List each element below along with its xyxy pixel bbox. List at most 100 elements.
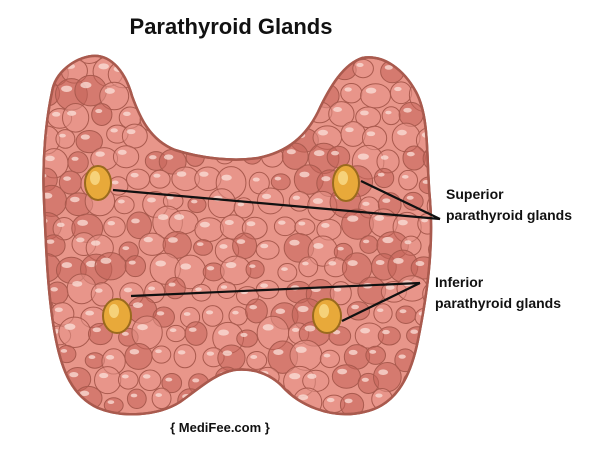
- follicle-cell: [323, 55, 349, 61]
- follicle-cell-highlight: [432, 329, 442, 334]
- follicle-cell-highlight: [199, 171, 209, 177]
- follicle-cell: [434, 104, 452, 123]
- follicle-cell: [331, 364, 361, 389]
- follicle-cell-highlight: [99, 372, 109, 379]
- follicle-cell-highlight: [98, 63, 109, 70]
- follicle-cell-highlight: [110, 128, 118, 133]
- follicle-cell-highlight: [169, 328, 177, 333]
- follicle-cell-highlight: [43, 258, 46, 266]
- follicle-cell-highlight: [351, 304, 359, 310]
- follicle-cell: [263, 104, 287, 125]
- follicle-cell: [242, 147, 262, 165]
- follicle-cell: [424, 373, 432, 395]
- follicle-cell: [256, 366, 280, 388]
- follicle-cell-highlight: [382, 236, 394, 244]
- follicle-cell-highlight: [137, 90, 144, 95]
- follicle-cell: [45, 371, 66, 391]
- follicle-cell-highlight: [318, 129, 329, 136]
- follicle-cell: [133, 59, 163, 89]
- follicle-cell-highlight: [276, 135, 284, 140]
- follicle-cell: [289, 339, 323, 371]
- follicle-cell-highlight: [201, 44, 209, 49]
- follicle-cell-highlight: [398, 354, 406, 359]
- follicle-cell-highlight: [236, 239, 246, 245]
- follicle-cell-highlight: [117, 149, 127, 155]
- follicle-cell-highlight: [117, 199, 125, 204]
- follicle-cell-highlight: [291, 327, 300, 332]
- follicle-cell-highlight: [375, 41, 383, 45]
- follicle-cell-highlight: [50, 287, 58, 292]
- follicle-cell-highlight: [43, 86, 48, 92]
- follicle-cell-highlight: [304, 325, 316, 332]
- follicle-cell-highlight: [393, 257, 404, 264]
- follicle-cell-highlight: [111, 180, 119, 185]
- follicle-cell-highlight: [228, 44, 235, 48]
- follicle-cell-highlight: [222, 350, 233, 356]
- follicle-cell: [94, 252, 127, 281]
- follicle-cell-highlight: [191, 199, 198, 204]
- follicle-cell-highlight: [312, 198, 324, 204]
- follicle-cell: [425, 61, 432, 89]
- follicle-cell-highlight: [403, 107, 412, 113]
- follicle-cell-highlight: [385, 284, 395, 290]
- gland-highlight: [338, 171, 348, 185]
- follicle-cell-highlight: [123, 111, 131, 117]
- follicle-cell-highlight: [333, 287, 342, 292]
- follicle-cell: [195, 122, 226, 151]
- follicle-cell-highlight: [249, 304, 258, 310]
- follicle-cell-highlight: [168, 282, 176, 287]
- follicle-cell-highlight: [59, 133, 66, 138]
- follicle-cell-highlight: [250, 394, 261, 401]
- follicle-cell-highlight: [211, 106, 220, 112]
- gland-highlight: [319, 304, 329, 318]
- follicle-cell-highlight: [80, 134, 90, 140]
- follicle-cell-highlight: [298, 394, 309, 401]
- follicle-cell: [255, 240, 280, 260]
- follicle-cell-highlight: [421, 393, 431, 399]
- follicle-cell-highlight: [176, 88, 185, 93]
- follicle-cell-highlight: [156, 311, 165, 316]
- follicle-cell: [298, 256, 319, 278]
- follicle-cell: [277, 97, 311, 132]
- follicle-cell: [392, 55, 424, 70]
- follicle-cell-highlight: [184, 64, 196, 71]
- follicle-cell-highlight: [345, 127, 354, 133]
- follicle-cell-highlight: [224, 219, 234, 226]
- follicle-cell-highlight: [56, 394, 66, 400]
- follicle-cell-highlight: [130, 172, 139, 178]
- follicle-cell-highlight: [249, 264, 256, 268]
- follicle-cell-highlight: [147, 197, 156, 203]
- follicle-cell: [126, 168, 151, 190]
- follicle-cell: [151, 55, 174, 64]
- follicle-cell-highlight: [384, 65, 393, 70]
- follicle-cell: [273, 216, 297, 237]
- follicle-cell: [340, 83, 363, 104]
- follicle-cell-highlight: [385, 110, 392, 115]
- follicle-cell: [251, 55, 275, 61]
- follicle-cell-highlight: [52, 111, 61, 117]
- follicle-cell: [294, 218, 316, 236]
- follicle-cell: [402, 145, 426, 171]
- follicle-cell: [228, 306, 248, 326]
- follicle-cell-highlight: [182, 43, 189, 47]
- follicle-cell: [133, 86, 153, 105]
- follicle-cell: [138, 369, 162, 392]
- follicle-cell: [200, 393, 223, 415]
- follicle-cell-highlight: [163, 154, 174, 160]
- follicle-cell-highlight: [107, 221, 116, 226]
- follicle-cell: [398, 169, 419, 191]
- follicle-cell-highlight: [313, 243, 324, 249]
- follicle-cell-highlight: [206, 310, 214, 315]
- follicle-cell-highlight: [321, 223, 330, 228]
- follicle-cell-highlight: [130, 393, 138, 398]
- follicle-cell: [232, 232, 258, 260]
- follicle-cell: [428, 239, 432, 260]
- follicle-cell: [61, 103, 90, 133]
- follicle-cell-highlight: [95, 109, 103, 114]
- follicle-cell-highlight: [64, 323, 76, 330]
- follicle-cell-highlight: [382, 329, 390, 335]
- thyroid-outline: [42, 54, 433, 416]
- follicle-cell: [278, 61, 304, 82]
- follicle-cell-highlight: [138, 66, 149, 72]
- follicle-cell: [414, 346, 432, 368]
